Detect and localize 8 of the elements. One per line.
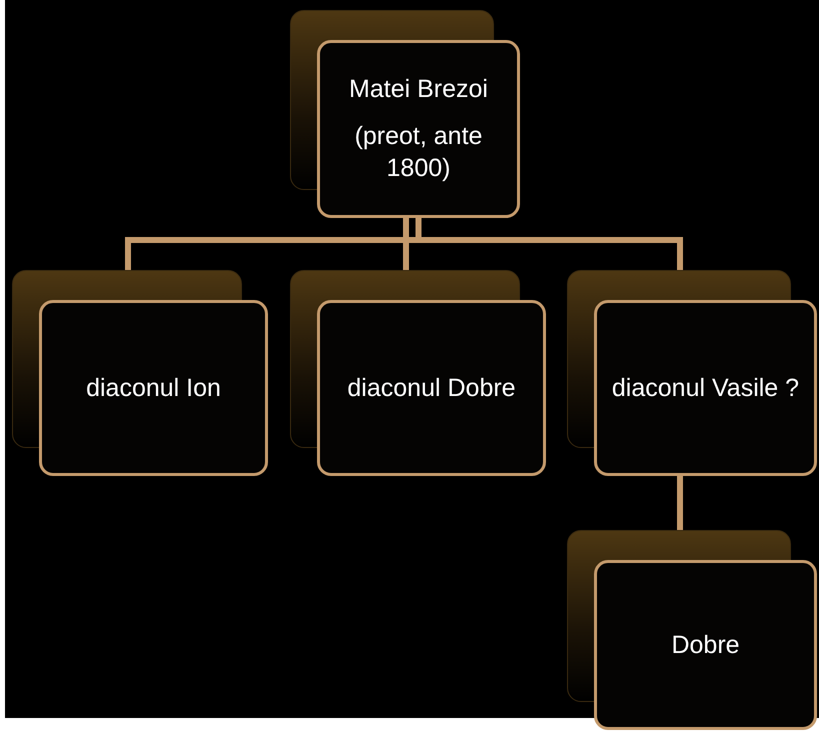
person-name: diaconul Ion — [86, 372, 221, 404]
person-note: (preot, ante 1800) — [354, 120, 484, 184]
connector-line — [677, 476, 683, 530]
person-name: Dobre — [671, 630, 740, 661]
person-name: Matei Brezoi — [349, 74, 488, 106]
person-name: diaconul Dobre — [347, 372, 516, 404]
person-name: diaconul Vasile ? — [612, 372, 800, 404]
connector-line — [403, 218, 409, 270]
